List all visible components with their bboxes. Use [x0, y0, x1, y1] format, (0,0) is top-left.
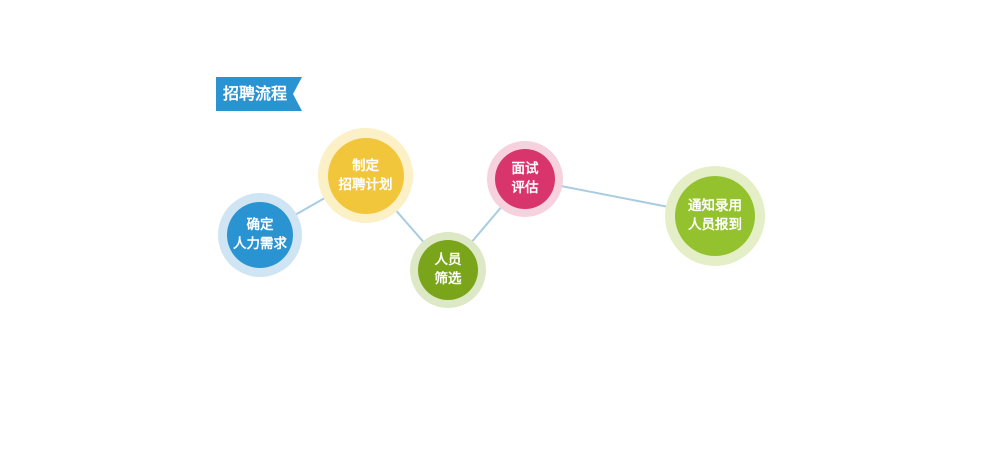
step-label-line: 筛选 [434, 271, 462, 287]
step-node-core: 通知录用 人员报到 [675, 176, 755, 256]
step-label-line: 人员报到 [688, 217, 742, 233]
step-node-make-plan: 制定 招聘计划 [318, 128, 413, 223]
banner-title: 招聘流程 [223, 84, 288, 103]
step-node-core: 人员 筛选 [418, 240, 478, 300]
step-node-screening: 人员 筛选 [410, 232, 486, 308]
step-label-line: 评估 [511, 180, 539, 196]
step-label-line: 通知录用 [688, 198, 742, 214]
step-node-onboarding: 通知录用 人员报到 [665, 166, 765, 266]
title-banner: 招聘流程 [216, 77, 302, 111]
step-node-core: 制定 招聘计划 [327, 137, 404, 214]
step-label-line: 人员 [434, 252, 462, 268]
step-label-line: 面试 [511, 161, 539, 177]
step-node-determine-demand: 确定 人力需求 [218, 193, 302, 277]
step-label-line: 制定 [352, 157, 379, 174]
step-node-interview: 面试 评估 [487, 141, 563, 217]
step-label-line: 人力需求 [233, 236, 287, 252]
banner-ribbon-shape [216, 77, 302, 111]
step-node-core: 面试 评估 [495, 149, 555, 209]
step-label-line: 招聘计划 [338, 176, 393, 193]
step-node-core: 确定 人力需求 [227, 202, 293, 268]
step-label-line: 确定 [246, 217, 274, 233]
